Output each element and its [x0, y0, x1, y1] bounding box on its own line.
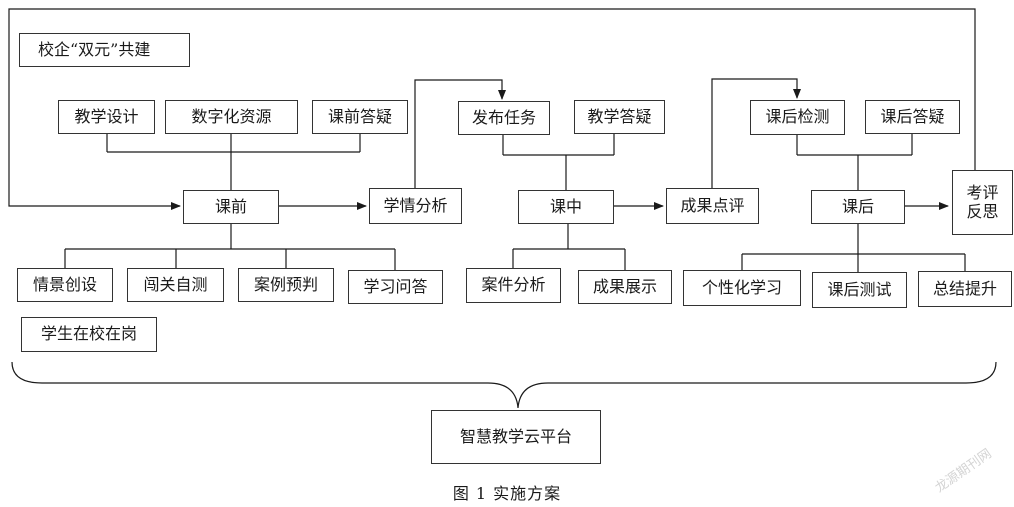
school-enterprise-text: 校企“双元”共建 [38, 39, 151, 59]
node-post-class-check: 课后检测 [750, 100, 845, 135]
node-learning-qa-label: 学习问答 [363, 276, 428, 296]
node-summary-improvement-label: 总结提升 [932, 278, 997, 298]
node-learning-qa: 学习问答 [348, 270, 443, 304]
node-post-class-label: 课后 [841, 196, 874, 216]
node-teaching-design: 教学设计 [58, 100, 155, 134]
node-scenario-creation: 情景创设 [17, 268, 113, 302]
node-post-class-qa: 课后答疑 [865, 100, 960, 134]
node-result-review-label: 成果点评 [680, 195, 745, 215]
node-in-class: 课中 [518, 190, 614, 224]
node-post-class-test-label: 课后测试 [827, 279, 892, 299]
node-learning-analysis: 学情分析 [369, 188, 462, 224]
node-evaluation-reflection: 考评 反思 [952, 170, 1013, 235]
node-case-prediction: 案例预判 [238, 268, 334, 302]
node-digital-resources-label: 数字化资源 [191, 106, 272, 126]
node-personalized-learning-label: 个性化学习 [701, 277, 782, 297]
node-publish-task: 发布任务 [458, 101, 550, 135]
node-post-class-test: 课后测试 [812, 272, 907, 308]
student-school-post-text: 学生在校在岗 [40, 324, 137, 344]
node-teaching-design-label: 教学设计 [74, 106, 139, 126]
node-pre-class-qa-label: 课前答疑 [327, 106, 392, 126]
node-level-self-test: 闯关自测 [127, 268, 224, 302]
figure-caption: 图 1 实施方案 [452, 484, 562, 503]
school-enterprise-label: 校企“双元”共建 [19, 33, 190, 67]
node-result-display: 成果展示 [578, 270, 672, 304]
node-pre-class-qa: 课前答疑 [312, 100, 408, 134]
node-case-analysis-label: 案件分析 [481, 275, 546, 295]
node-result-review: 成果点评 [666, 188, 759, 224]
node-digital-resources: 数字化资源 [165, 100, 298, 134]
node-level-self-test-label: 闯关自测 [143, 274, 208, 294]
node-teaching-qa: 教学答疑 [574, 100, 665, 134]
node-pre-class-label: 课前 [214, 196, 247, 216]
node-case-analysis: 案件分析 [466, 268, 561, 303]
node-teaching-qa-label: 教学答疑 [587, 106, 652, 126]
node-case-prediction-label: 案例预判 [253, 274, 318, 294]
node-summary-improvement: 总结提升 [918, 271, 1012, 307]
node-personalized-learning: 个性化学习 [683, 270, 801, 306]
node-learning-analysis-label: 学情分析 [383, 195, 448, 215]
node-smart-cloud-platform: 智慧教学云平台 [431, 410, 601, 464]
node-scenario-creation-label: 情景创设 [32, 274, 97, 294]
student-school-post-label: 学生在校在岗 [21, 317, 157, 352]
node-post-class-qa-label: 课后答疑 [880, 106, 945, 126]
node-smart-cloud-platform-label: 智慧教学云平台 [459, 426, 572, 446]
node-evaluation-reflection-label: 考评 反思 [966, 183, 999, 221]
node-result-display-label: 成果展示 [592, 276, 657, 296]
node-post-class-check-label: 课后检测 [765, 107, 830, 127]
node-in-class-label: 课中 [549, 196, 582, 216]
node-publish-task-label: 发布任务 [471, 107, 536, 127]
node-pre-class: 课前 [183, 190, 279, 224]
node-post-class: 课后 [811, 190, 905, 224]
